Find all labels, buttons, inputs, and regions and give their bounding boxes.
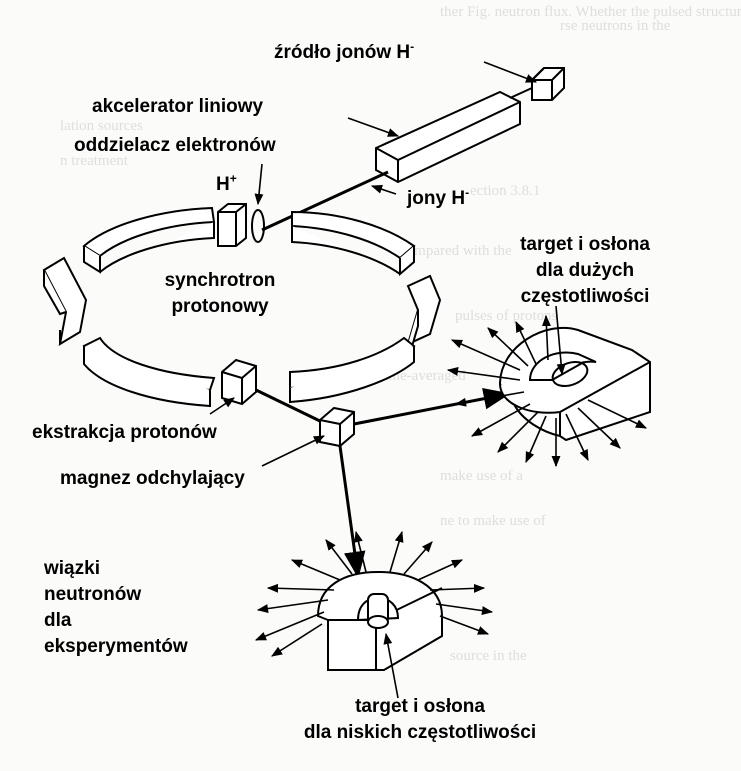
label-hplus: H+ [216, 171, 237, 195]
label-hminus-ions: jony H- [407, 185, 470, 209]
svg-text:compared with the: compared with the [400, 243, 512, 259]
extraction-box [221, 358, 257, 406]
beam-source-linac [509, 87, 533, 99]
label-electron-stripper: oddzielacz elektronów [74, 135, 276, 156]
linear-accelerator [375, 90, 521, 184]
synchrotron-ring [42, 206, 442, 408]
svg-text:ther Fig. neutron flux. Whethe: ther Fig. neutron flux. Whether the puls… [440, 4, 741, 20]
label-ion-source: źródło jonów H- [274, 39, 415, 63]
electron-stripper-foil [251, 209, 265, 243]
label-synchrotron: synchrotron protonowy [164, 270, 276, 317]
bending-magnet-cube [319, 406, 355, 448]
svg-text:lation sources: lation sources [60, 118, 143, 134]
svg-text:pulses of protons: pulses of protons [455, 308, 558, 324]
target-shield-high-frequency [498, 326, 651, 442]
svg-text:source in the: source in the [450, 648, 527, 664]
beam-extraction [255, 388, 323, 424]
svg-text:n treatment: n treatment [60, 153, 129, 169]
neutron-rays-low [254, 530, 494, 657]
beam-hminus [261, 170, 389, 232]
label-bending-magnet: magnez odchylający [60, 468, 245, 489]
label-target-low-frequency: target i osłona dla niskich częstotliwoś… [303, 696, 537, 743]
svg-text:rse neutrons in the: rse neutrons in the [560, 18, 671, 34]
label-neutron-beams: wiązki neutronów dla eksperymentów [44, 558, 188, 657]
hplus-box [217, 203, 247, 247]
label-target-high-frequency: target i osłona dla dużych częstotliwośc… [520, 234, 650, 307]
svg-text:time-averaged: time-averaged [380, 368, 466, 384]
svg-text:ne to make use of: ne to make use of [440, 513, 546, 529]
ion-source-cube [531, 67, 565, 101]
neutron-rays-high [446, 314, 648, 468]
svg-text:make use of a: make use of a [440, 468, 523, 484]
svg-text:ection 3.8.1: ection 3.8.1 [470, 183, 540, 199]
beam-to-low-target [338, 445, 366, 579]
background-bleed-text: ther Fig. neutron flux. Whether the puls… [60, 4, 741, 664]
label-proton-extraction: ekstrakcja protonów [32, 422, 217, 443]
label-pointers [209, 61, 566, 699]
target-shield-low-frequency [316, 570, 443, 671]
label-linear-accelerator: akcelerator liniowy [92, 96, 264, 117]
